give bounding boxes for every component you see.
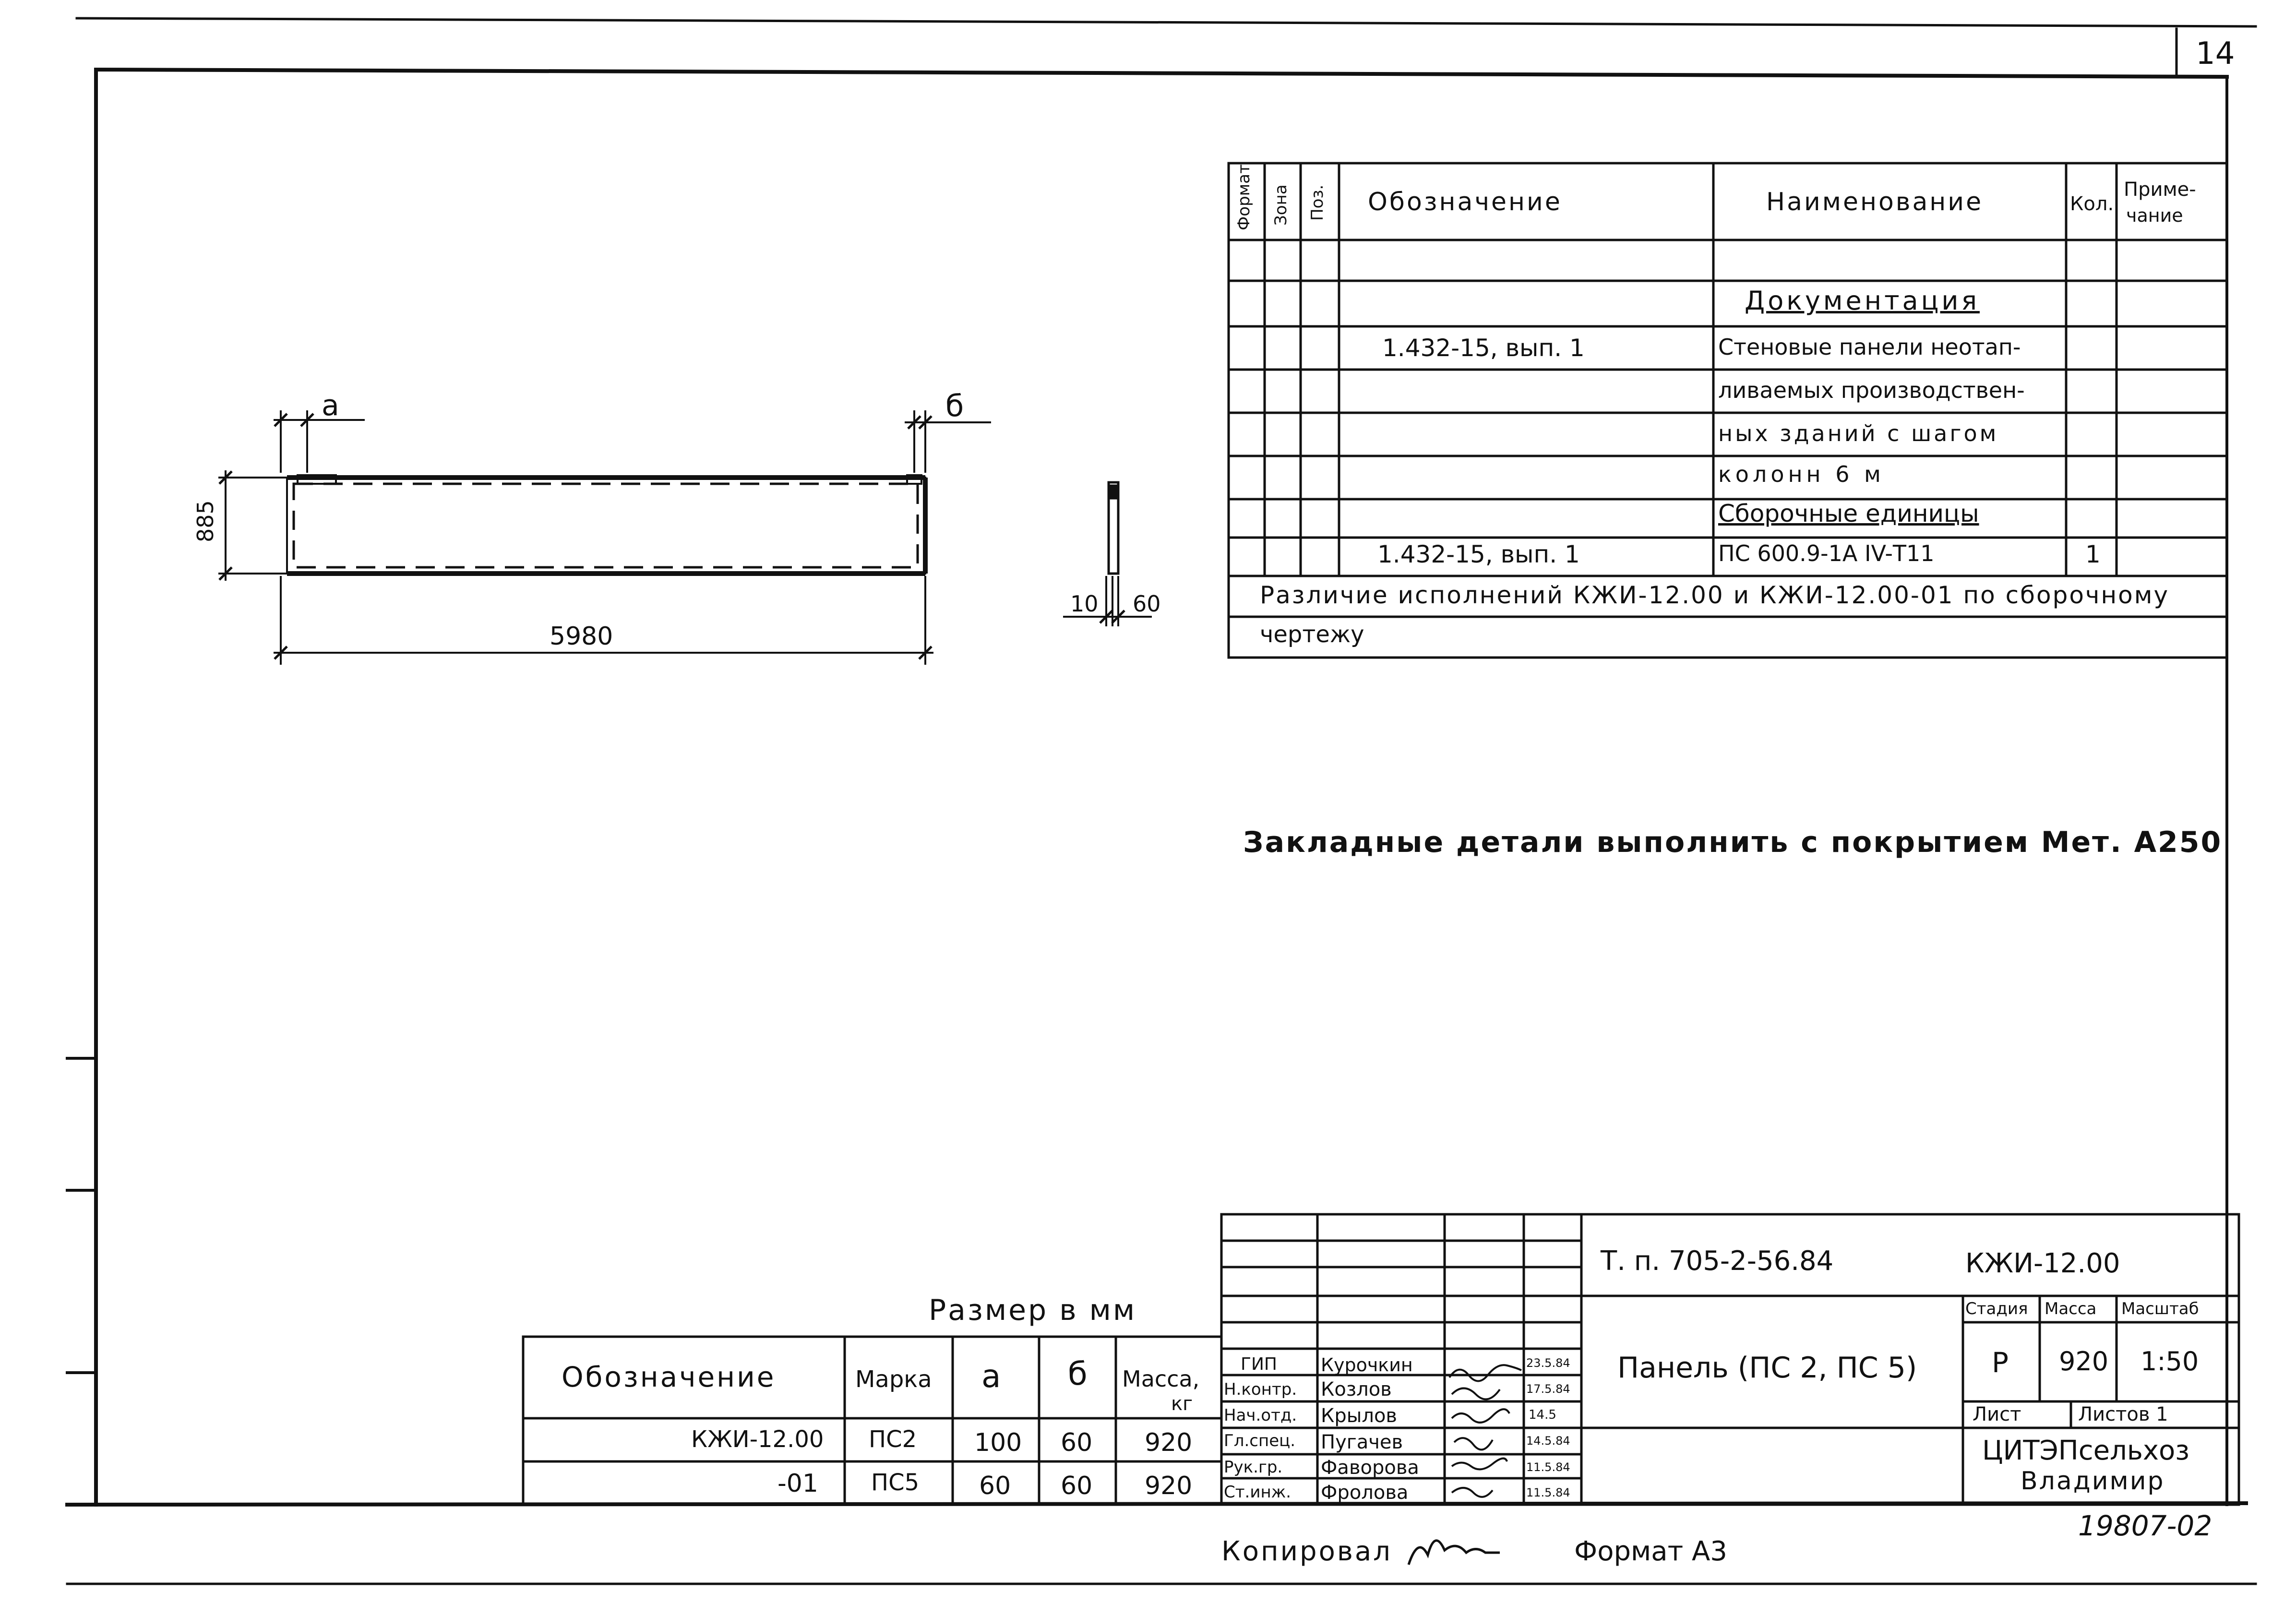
document-code: КЖИ-12.00 (1965, 1248, 2120, 1279)
dim-label-b: б (945, 388, 964, 423)
size-row-0-b: 60 (1061, 1428, 1093, 1457)
staff-2-date: 14.5 (1529, 1408, 1556, 1422)
spec-row-1-designation: 1.432-15, вып. 1 (1382, 334, 1585, 362)
signatures (1448, 1364, 1522, 1498)
size-row-0-mass: 920 (1145, 1428, 1193, 1457)
spec-row-3-name: ных зданий с шагом (1718, 420, 1999, 446)
size-header-a: а (981, 1358, 1001, 1395)
size-header-designation: Обозначение (562, 1361, 776, 1393)
size-header-mass-1: Масса, (1122, 1366, 1200, 1392)
staff-3-name: Пугачев (1321, 1431, 1403, 1453)
stage-value: Р (1992, 1346, 2009, 1379)
size-row-1-mass: 920 (1145, 1472, 1193, 1500)
sheets-label: Листов 1 (2078, 1403, 2168, 1425)
header-qty: Кол. (2070, 193, 2114, 215)
drawing-title: Панель (ПС 2, ПС 5) (1617, 1351, 1917, 1385)
inventory-number: 19807-02 (2078, 1509, 2212, 1542)
size-row-1-designation: -01 (777, 1469, 818, 1498)
organization-city: Владимир (2021, 1467, 2165, 1496)
size-table-caption: Размер в мм (929, 1293, 1137, 1327)
spec-row-0-name: Документация (1745, 286, 1980, 316)
header-note-2: чание (2126, 205, 2183, 226)
sheet-format: Формат А3 (1574, 1536, 1727, 1567)
dim-label-a: а (322, 389, 339, 422)
dim-length: 5980 (550, 622, 613, 651)
size-row-1-b: 60 (1061, 1472, 1093, 1500)
staff-0-role: ГИП (1241, 1354, 1277, 1374)
staff-4-role: Рук.гр. (1224, 1458, 1283, 1477)
sheet-number: 14 (2196, 36, 2235, 72)
staff-2-role: Нач.отд. (1224, 1406, 1297, 1425)
size-row-1-mark: ПС5 (871, 1469, 920, 1496)
stage-label: Стадия (1965, 1299, 2028, 1318)
size-header-mark: Марка (855, 1366, 932, 1393)
staff-0-name: Курочкин (1321, 1354, 1413, 1376)
header-name: Наименование (1766, 188, 1984, 216)
mass-value: 920 (2059, 1346, 2109, 1377)
size-row-0-mark: ПС2 (869, 1426, 917, 1453)
staff-3-date: 14.5.84 (1526, 1434, 1570, 1448)
staff-3-role: Гл.спец. (1224, 1431, 1296, 1450)
spec-note-line-2: чертежу (1260, 621, 1364, 648)
dim-thickness-right: 60 (1133, 591, 1161, 617)
spec-row-6-designation: 1.432-15, вып. 1 (1377, 540, 1580, 568)
size-header-b: б (1068, 1355, 1088, 1392)
scale-value: 1:50 (2141, 1346, 2199, 1377)
copied-by: Копировал (1221, 1536, 1392, 1567)
staff-4-date: 11.5.84 (1526, 1460, 1570, 1474)
mass-label: Масса (2045, 1299, 2097, 1318)
scale-label: Масштаб (2121, 1299, 2199, 1318)
staff-1-name: Козлов (1321, 1378, 1392, 1401)
embedded-parts-note: Закладные детали выполнить с покрытием М… (1243, 826, 2223, 859)
size-row-1-a: 60 (979, 1472, 1011, 1500)
spec-row-6-name: ПС 600.9-1А IV-Т11 (1718, 540, 1935, 566)
spec-row-6-qty: 1 (2085, 540, 2101, 568)
spec-note-line-1: Различие исполнений КЖИ-12.00 и КЖИ-12.0… (1260, 581, 2170, 609)
dim-thickness-left: 10 (1070, 591, 1099, 617)
staff-5-date: 11.5.84 (1526, 1486, 1570, 1499)
spec-row-1-name: Стеновые панели неотап- (1718, 334, 2021, 360)
spec-row-4-name: колонн 6 м (1718, 461, 1885, 487)
staff-4-name: Фаворова (1321, 1457, 1419, 1479)
project-number: Т. п. 705-2-56.84 (1601, 1245, 1834, 1277)
size-row-0-designation: КЖИ-12.00 (691, 1426, 824, 1453)
header-note-1: Приме- (2124, 179, 2196, 201)
staff-0-date: 23.5.84 (1526, 1356, 1570, 1370)
spec-row-5-name: Сборочные единицы (1718, 500, 1979, 527)
header-designation: Обозначение (1368, 188, 1562, 216)
organization-name: ЦИТЭПсельхоз (1982, 1435, 2190, 1466)
size-row-0-a: 100 (974, 1428, 1022, 1457)
spec-row-2-name: ливаемых производствен- (1718, 377, 2025, 403)
staff-2-name: Крылов (1321, 1405, 1397, 1427)
staff-1-date: 17.5.84 (1526, 1382, 1570, 1396)
sheet-label: Лист (1973, 1403, 2021, 1425)
staff-5-role: Ст.инж. (1224, 1483, 1292, 1502)
staff-1-role: Н.контр. (1224, 1380, 1297, 1399)
size-header-mass-2: кг (1171, 1393, 1193, 1415)
staff-5-name: Фролова (1321, 1482, 1409, 1504)
